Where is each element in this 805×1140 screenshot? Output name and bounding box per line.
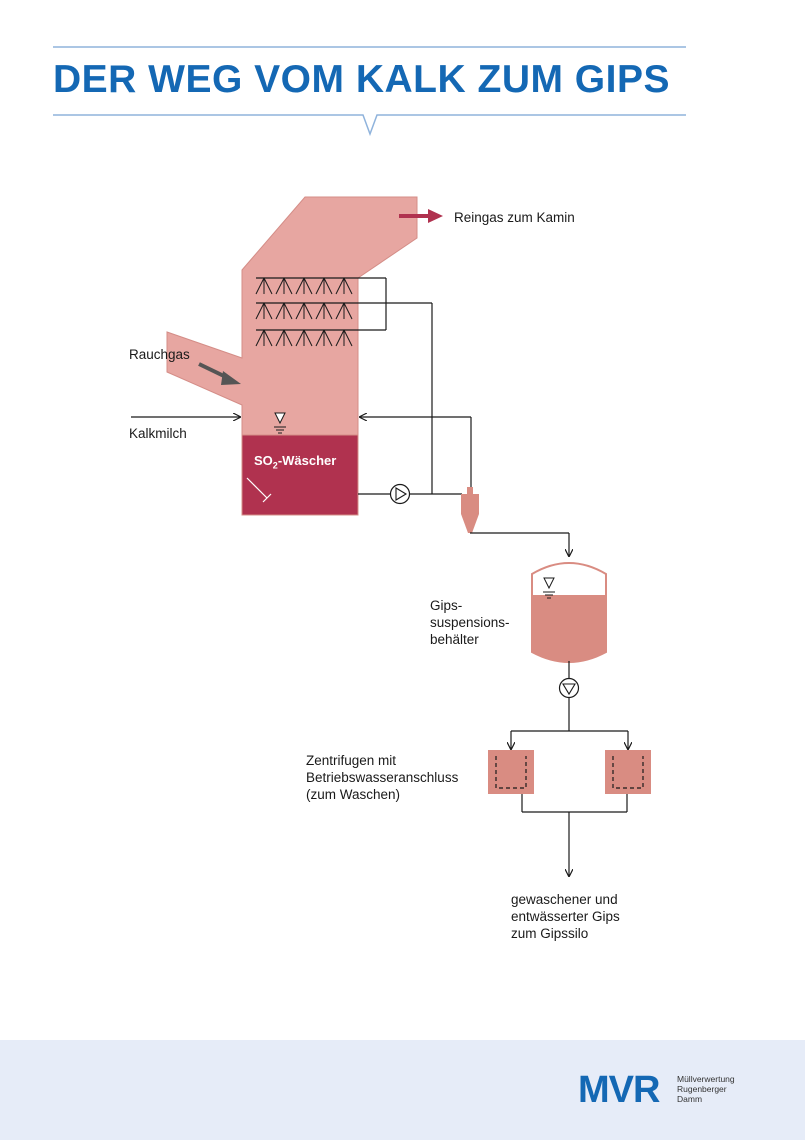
label-scrubber-prefix: SO [254,453,273,468]
centrifuge-left [488,750,534,794]
gypsum-suspension-tank [531,562,607,663]
label-tank-line1: Gips- [430,598,463,613]
company-line2: Rugenberger [677,1084,727,1094]
centrifuge-feed-lines [511,698,628,749]
label-centrifuges-line1: Zentrifugen mit [306,753,397,768]
label-tank: Gips- suspensions- behälter [430,597,510,648]
label-output-line3: zum Gipssilo [511,926,589,941]
flue-gas-arrow [198,362,241,385]
spray-nozzle-icon [315,302,333,320]
label-output-line2: entwässerter Gips [511,909,620,924]
pump-2-icon [558,677,580,699]
spray-nozzle-icon [315,329,333,347]
sump-agitator-icon [246,477,272,503]
clean-gas-arrow [399,209,443,223]
company-line3: Damm [677,1094,703,1104]
mvr-logo: MVR [578,1069,660,1111]
label-tank-line3: behälter [430,632,479,647]
label-centrifuges: Zentrifugen mit Betriebswasseranschluss … [306,752,458,803]
centrifuge-right [605,750,651,794]
title-area: DER WEG VOM KALK ZUM GIPS [0,0,805,150]
title-bottom-rule [53,114,686,137]
label-clean-gas: Reingas zum Kamin [454,210,575,225]
company-name: Müllverwertung Rugenberger Damm [677,1074,735,1104]
hydrocyclone [461,487,479,533]
page-title: DER WEG VOM KALK ZUM GIPS [53,58,670,101]
scrubber-sump [241,434,359,516]
title-rules [53,46,686,137]
spray-nozzles [255,277,353,347]
spray-nozzle-icon [255,329,273,347]
recirculation-line [360,417,472,488]
spray-nozzle-icon [275,277,293,295]
label-output-line1: gewaschener und [511,892,618,907]
process-diagram [131,196,651,1040]
spray-nozzle-icon [275,329,293,347]
spray-nozzle-icon [335,302,353,320]
label-lime-milk: Kalkmilch [129,426,187,441]
label-centrifuges-line3: (zum Waschen) [306,787,401,802]
spray-nozzle-icon [295,277,313,295]
label-scrubber-suffix: -Wäscher [277,453,337,468]
label-scrubber: SO2-Wäscher [254,453,336,471]
spray-nozzle-icon [295,329,313,347]
spray-nozzle-icon [255,277,273,295]
scrubber-level-marker [274,412,286,434]
spray-nozzle-icon [335,277,353,295]
pump-1-icon [389,483,411,505]
spray-nozzle-icon [295,302,313,320]
spray-nozzle-icon [335,329,353,347]
spray-nozzle-icon [275,302,293,320]
cyclone-to-tank-line [470,532,569,556]
spray-headers [256,277,433,494]
label-output: gewaschener und entwässerter Gips zum Gi… [511,891,620,942]
spray-nozzle-icon [315,277,333,295]
label-scrubber-sub: 2 [272,460,278,471]
gypsum-output-lines [521,794,628,876]
spray-nozzle-icon [255,302,273,320]
label-centrifuges-line2: Betriebswasseranschluss [306,770,459,785]
label-flue-gas: Rauchgas [129,347,190,362]
scrubber-tower [166,196,418,436]
footer-band [0,1040,805,1140]
tank-level-marker [543,577,555,599]
label-tank-line2: suspensions- [430,615,510,630]
company-line1: Müllverwertung [677,1074,735,1084]
